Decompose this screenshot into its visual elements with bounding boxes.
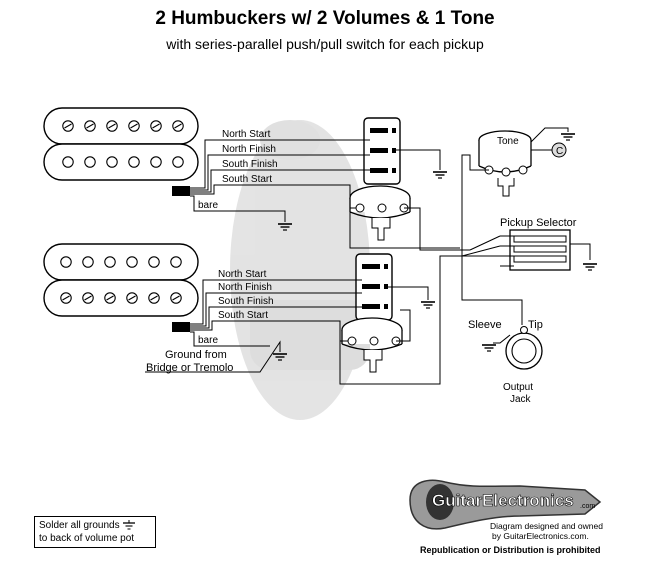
- ground-note-line2: to back of volume pot: [39, 533, 135, 544]
- jack-label-line1: Output: [503, 382, 533, 393]
- jack-label-line2: Jack: [510, 394, 532, 405]
- bridge-volume-pot: [280, 253, 500, 385]
- tip-label: Tip: [528, 319, 543, 331]
- pickup-selector-label: Pickup Selector: [500, 217, 577, 229]
- bridge-bare-label: bare: [198, 335, 218, 346]
- brand-name: GuitarElectronics: [432, 491, 574, 510]
- bridge-wire-south-finish: South Finish: [218, 296, 274, 307]
- tone-pot: [461, 127, 576, 256]
- page-subtitle: with series-parallel push/pull switch fo…: [166, 36, 484, 52]
- brand-line3: Republication or Distribution is prohibi…: [420, 545, 601, 555]
- brand-suffix: .com: [580, 503, 595, 510]
- bridge-wire-south-start: South Start: [218, 310, 268, 321]
- capacitor-label: C: [556, 146, 563, 157]
- neck-wire-north-start: North Start: [222, 129, 271, 140]
- ground-note: Solder all grounds to back of volume pot: [34, 516, 156, 548]
- bridge-wire-north-finish: North Finish: [218, 282, 272, 293]
- tone-label: Tone: [497, 136, 519, 147]
- ground-note-line1: Solder all grounds: [39, 520, 120, 531]
- bridge-pickup: [43, 243, 310, 373]
- ground-label-line1: Ground from: [165, 349, 227, 361]
- neck-bare-label: bare: [198, 200, 218, 211]
- sleeve-label: Sleeve: [468, 319, 502, 331]
- brand-line2: by GuitarElectronics.com.: [492, 531, 589, 541]
- neck-wire-north-finish: North Finish: [222, 144, 276, 155]
- neck-volume-pot: [290, 117, 470, 251]
- neck-wire-south-finish: South Finish: [222, 159, 278, 170]
- output-jack: [481, 326, 543, 370]
- pickup-selector: [440, 229, 598, 325]
- neck-wire-south-start: South Start: [222, 174, 272, 185]
- ground-icon: [123, 520, 136, 530]
- ground-label-line2: Bridge or Tremolo: [146, 362, 233, 374]
- neck-pickup: [43, 107, 320, 231]
- brand-logo: [409, 479, 602, 530]
- page-title: 2 Humbuckers w/ 2 Volumes & 1 Tone: [155, 8, 495, 29]
- brand-line1: Diagram designed and owned: [490, 521, 603, 531]
- bridge-wire-north-start: North Start: [218, 269, 267, 280]
